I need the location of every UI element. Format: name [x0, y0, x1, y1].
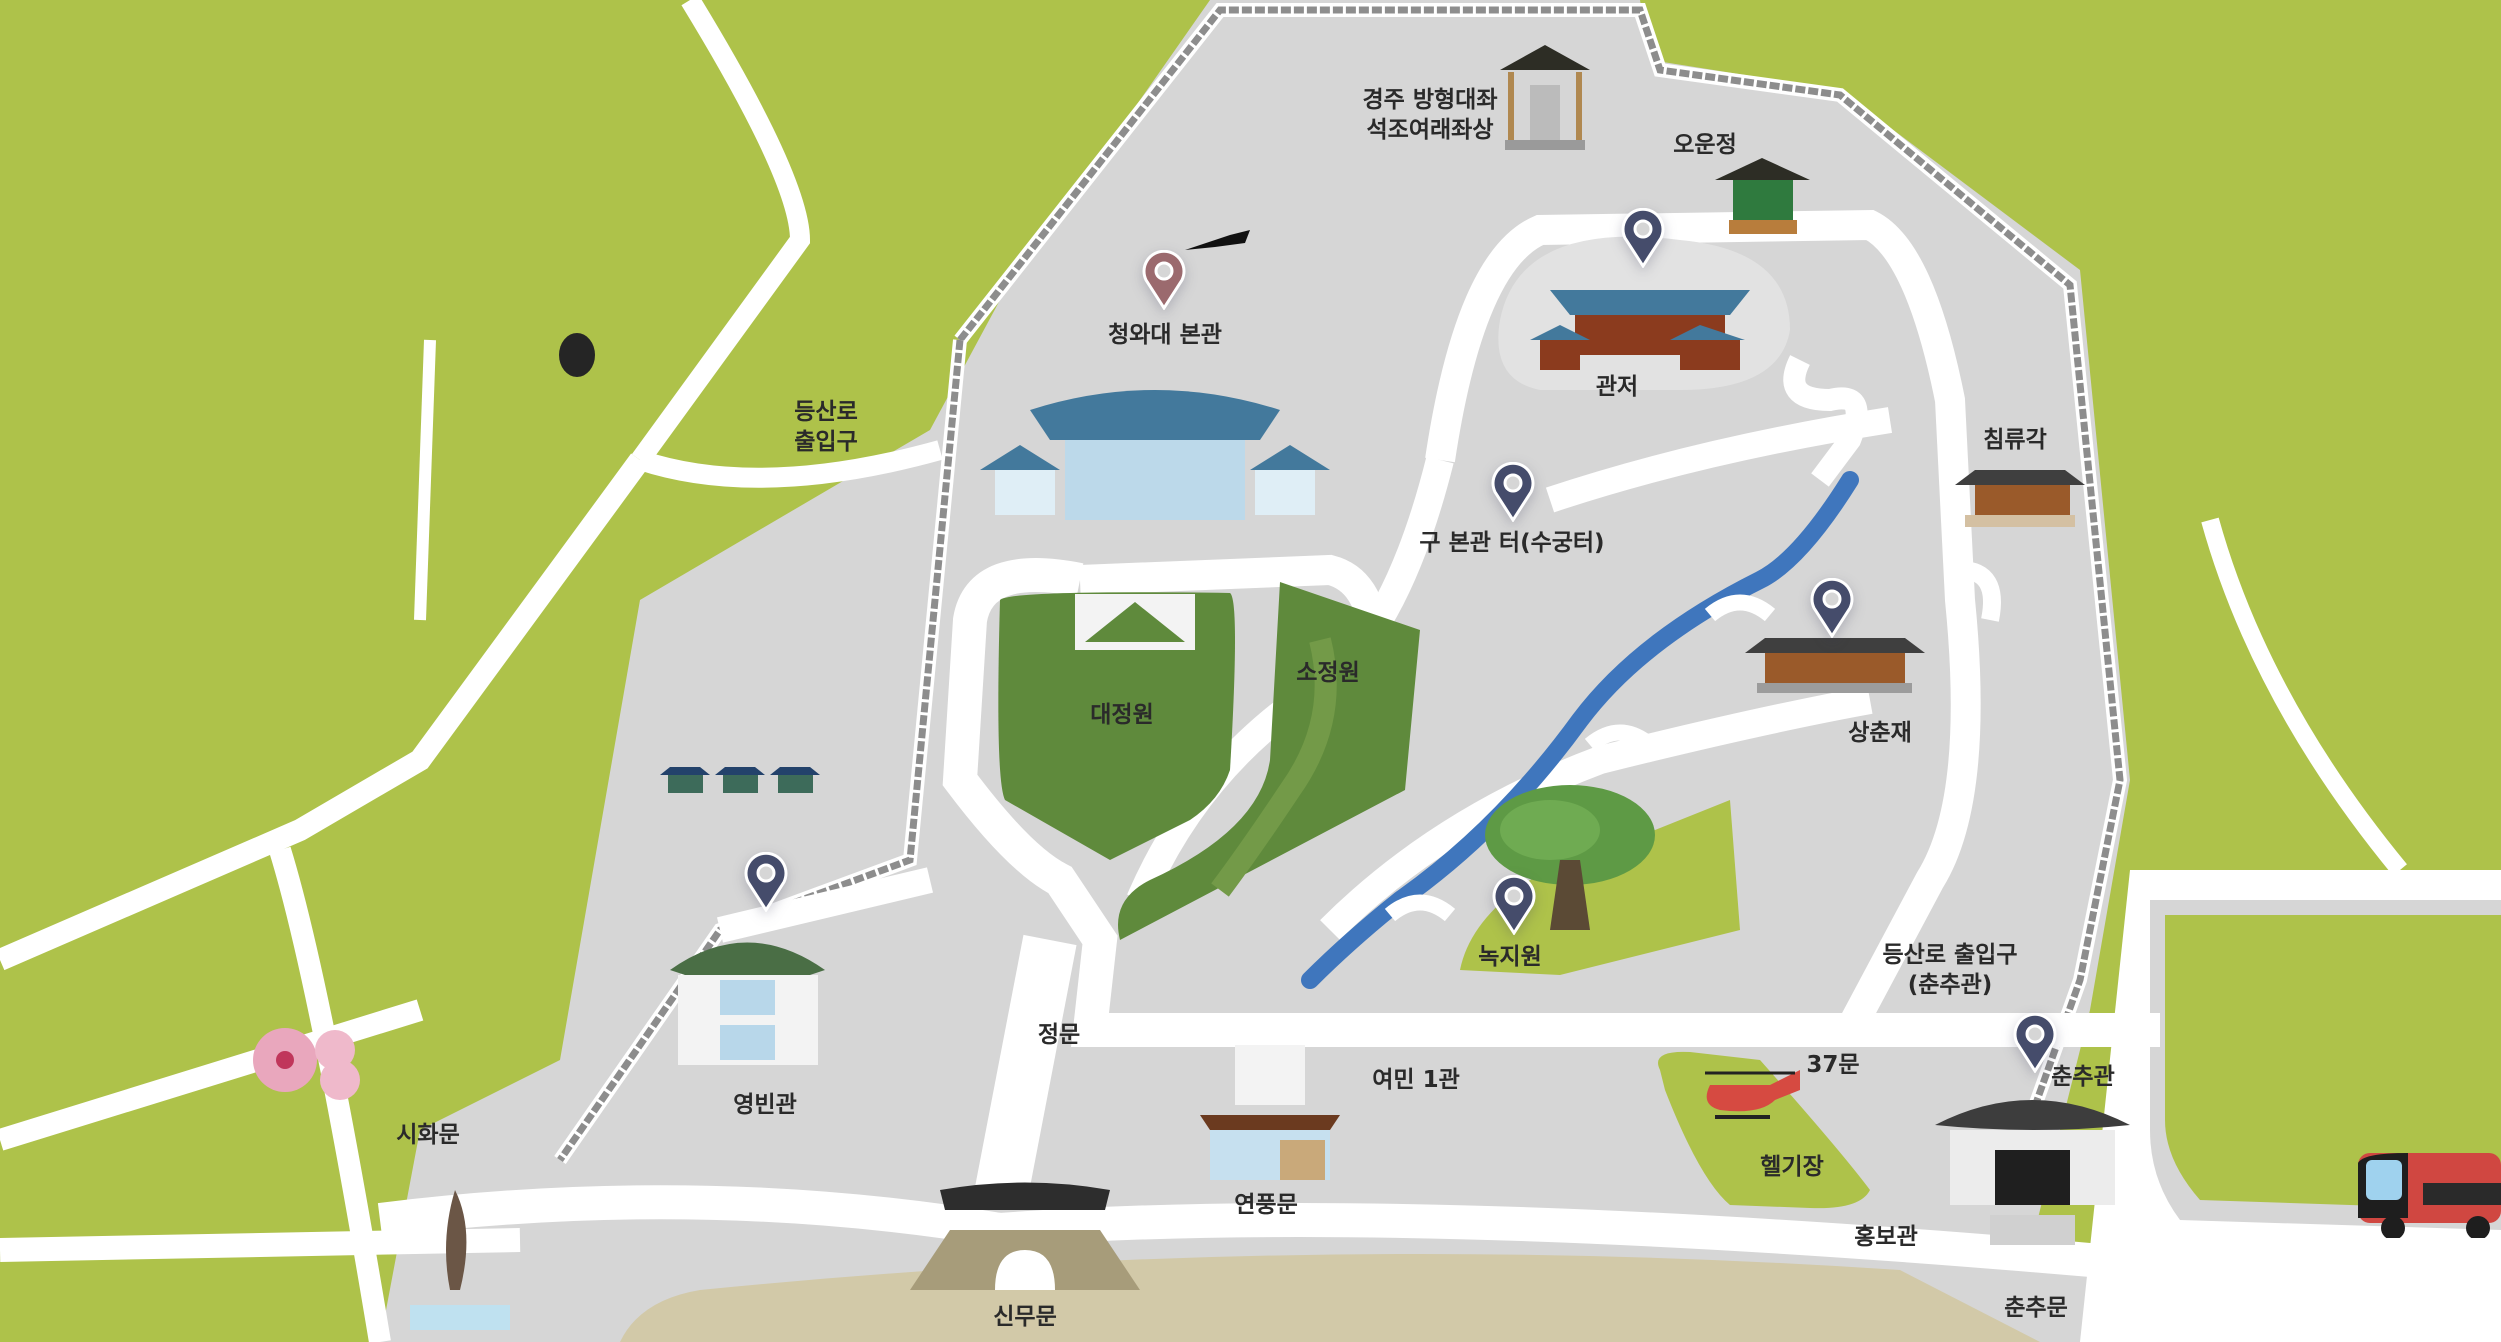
- label-yeonpungmun[interactable]: 연풍문: [1234, 1192, 1298, 1218]
- nokjiwon-tree-icon: [1485, 785, 1655, 930]
- sinmumun-gate-icon[interactable]: [910, 1180, 1140, 1290]
- label-residence[interactable]: 관저: [1595, 374, 1639, 400]
- pin-sangchunjae[interactable]: [1810, 578, 1854, 638]
- chunchugwan-building-icon[interactable]: [1935, 1075, 2130, 1245]
- label-chunchugwan[interactable]: 춘추관: [2051, 1064, 2115, 1090]
- hanok-row-icon: [660, 767, 820, 793]
- helicopter-icon: [1705, 1070, 1800, 1119]
- label-sojeongwon[interactable]: 소정원: [1296, 660, 1360, 686]
- pin-residence[interactable]: [1621, 208, 1665, 268]
- label-chunchumun[interactable]: 춘추문: [2004, 1295, 2068, 1321]
- label-sangchunjae[interactable]: 상춘재: [1848, 720, 1912, 746]
- label-heliport[interactable]: 헬기장: [1760, 1154, 1824, 1180]
- label-yeomin-1[interactable]: 여민 1관: [1372, 1067, 1460, 1093]
- mugunghwa-flower-icon: [253, 1028, 360, 1100]
- magpie-icon: [1185, 230, 1250, 250]
- pin-main-building[interactable]: [1142, 250, 1186, 310]
- label-main-building[interactable]: 청와대 본관: [1108, 322, 1222, 348]
- label-hongbogwan[interactable]: 홍보관: [1854, 1224, 1918, 1250]
- label-sinmumun[interactable]: 신무문: [993, 1304, 1057, 1330]
- squirrel-icon: [559, 333, 595, 377]
- label-trail-entrance-chunchugwan[interactable]: 등산로 출입구 (춘추관): [1882, 942, 2018, 998]
- label-buddha-statue[interactable]: 경주 방형대좌 석조여래좌상: [1362, 87, 1498, 143]
- label-jeongmun[interactable]: 정문: [1037, 1022, 1081, 1048]
- pin-chunchugwan[interactable]: [2013, 1013, 2057, 1073]
- label-gate-37[interactable]: 37문: [1806, 1052, 1860, 1078]
- fountain-sculpture-icon: [410, 1190, 510, 1330]
- label-sihwamun[interactable]: 시화문: [396, 1122, 460, 1148]
- chimryugak-building-icon: [1955, 470, 2085, 527]
- sangchunjae-building-icon: [1745, 638, 1925, 693]
- label-nokjiwon[interactable]: 녹지원: [1478, 944, 1542, 970]
- ounjeong-pavilion-icon: [1715, 158, 1810, 234]
- tour-bus-icon[interactable]: [2348, 1148, 2501, 1238]
- residence-building-icon[interactable]: [1530, 265, 1770, 375]
- pin-nokjiwon[interactable]: [1492, 875, 1536, 935]
- label-old-main-site[interactable]: 구 본관 터(수궁터): [1419, 530, 1605, 556]
- label-trail-entrance-nw[interactable]: 등산로 출입구: [794, 399, 858, 455]
- buddha-pavilion-icon: [1500, 45, 1590, 150]
- yeonpungmun-building-icon[interactable]: [1200, 1040, 1340, 1180]
- label-ounjeong[interactable]: 오운정: [1673, 132, 1737, 158]
- label-chimryugak[interactable]: 침류각: [1983, 427, 2047, 453]
- label-daejeongwon[interactable]: 대정원: [1090, 702, 1154, 728]
- main-building-icon[interactable]: [970, 350, 1340, 530]
- yeongbingwan-building-icon[interactable]: [660, 915, 835, 1075]
- label-yeongbingwan[interactable]: 영빈관: [733, 1092, 797, 1118]
- pin-yeongbingwan[interactable]: [744, 852, 788, 912]
- pin-old-main-site[interactable]: [1491, 462, 1535, 522]
